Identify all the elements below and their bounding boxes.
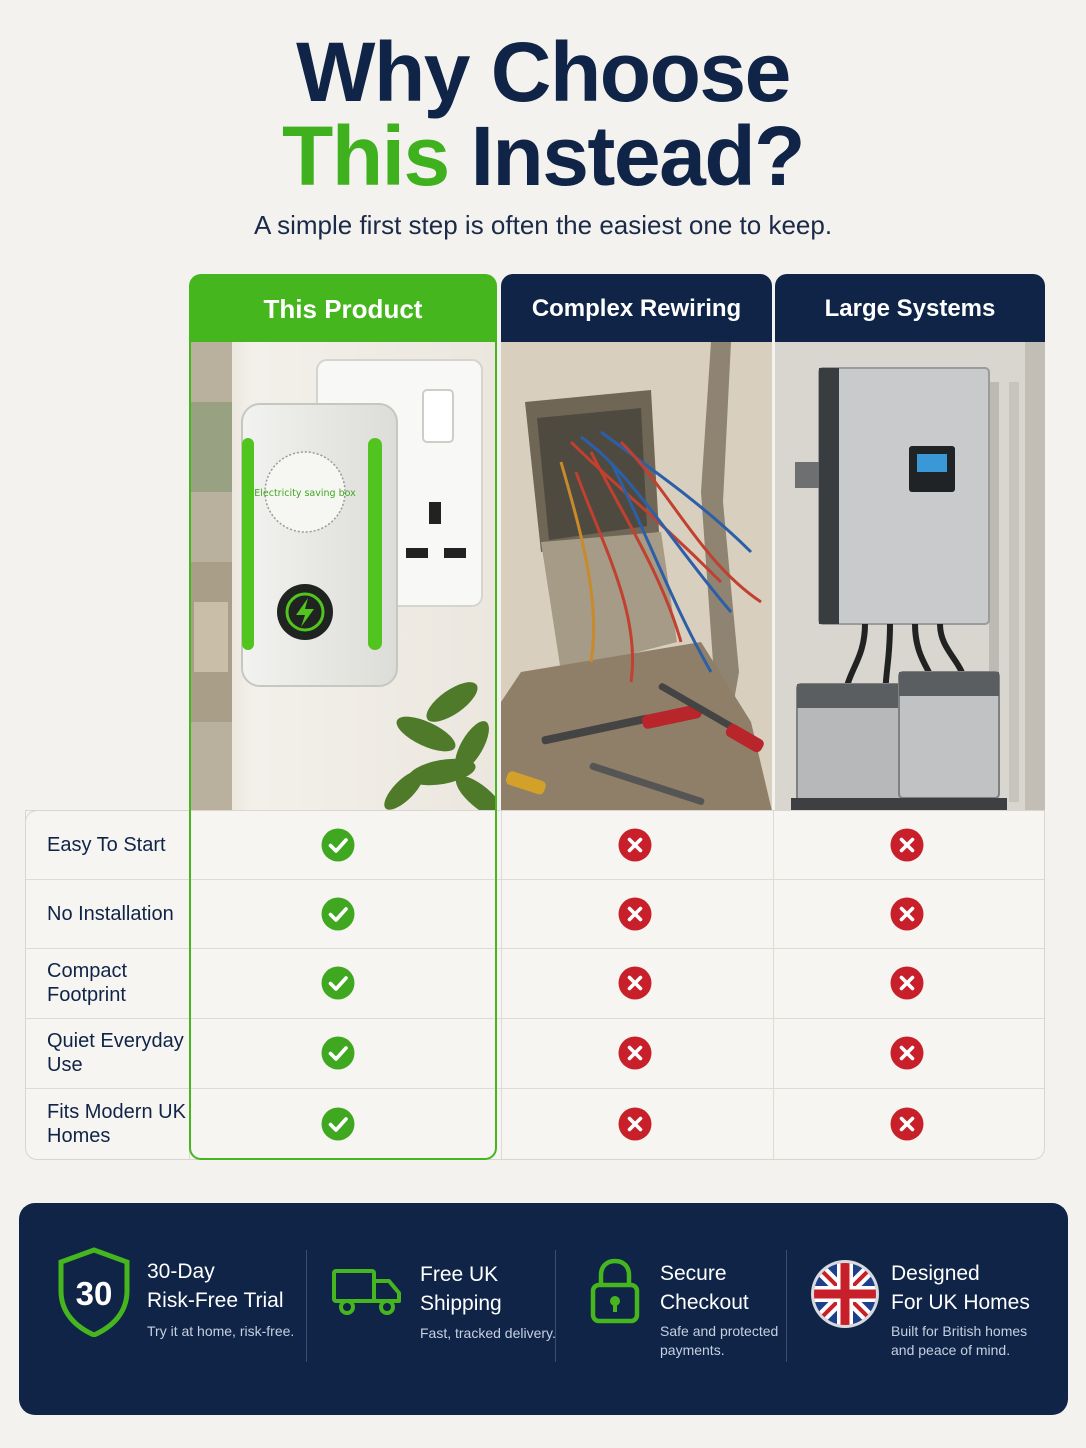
check-icon [321, 1107, 355, 1141]
padlock-icon [590, 1258, 640, 1324]
feature-divider [786, 1250, 787, 1362]
column-divider [189, 811, 190, 1159]
row-label: Compact Footprint [47, 960, 128, 1006]
feature-uk-sub-1: Built for British homes [891, 1323, 1028, 1339]
subtitle: A simple first step is often the easiest… [253, 210, 833, 240]
feature-uk-title-2: For UK Homes [891, 1291, 1030, 1314]
feature-checkout-sub-1: Safe and protected [660, 1323, 779, 1339]
cross-icon [890, 1036, 924, 1070]
feature-shipping-sub: Fast, tracked delivery. [420, 1325, 556, 1341]
delivery-truck-icon [332, 1269, 401, 1315]
feature-trial-sub: Try it at home, risk-free. [147, 1323, 295, 1339]
plug-in-device-photo: Electricity saving box [190, 342, 496, 811]
feature-shipping-title-1: Free UK [420, 1263, 499, 1286]
row-divider [26, 1018, 1044, 1019]
check-icon [321, 828, 355, 862]
shield-30-icon [58, 1247, 130, 1337]
device-print-text: Electricity saving box [254, 488, 356, 499]
headline-line-2: This Instead? [0, 114, 1086, 198]
cross-icon [890, 828, 924, 862]
feature-uk-title-1: Designed [891, 1262, 980, 1285]
row-label: No Installation [47, 902, 174, 925]
cross-icon [618, 1107, 652, 1141]
feature-checkout-title-2: Checkout [660, 1291, 749, 1314]
uk-flag-icon [811, 1260, 879, 1328]
exposed-wiring-photo [501, 342, 772, 811]
comparison-table [25, 810, 1045, 1160]
feature-divider [555, 1250, 556, 1362]
column-header-this-product: This Product [189, 274, 497, 344]
cross-icon [890, 897, 924, 931]
cross-icon [618, 1036, 652, 1070]
column-divider [501, 811, 502, 1159]
feature-shipping-title-2: Shipping [420, 1292, 502, 1315]
row-label: Fits Modern UK Homes [47, 1101, 186, 1147]
cross-icon [618, 897, 652, 931]
row-label: Easy To Start [47, 833, 166, 856]
headline-line-1: Why Choose [296, 25, 791, 119]
feature-divider [306, 1250, 307, 1362]
feature-trial-title-1: 30-Day [147, 1260, 215, 1283]
cross-icon [618, 966, 652, 1000]
cross-icon [890, 966, 924, 1000]
cross-icon [618, 828, 652, 862]
row-divider [26, 948, 1044, 949]
feature-uk-sub-2: and peace of mind. [891, 1342, 1011, 1358]
row-label: Quiet Everyday Use [47, 1030, 184, 1076]
wall-battery-system-photo [775, 342, 1045, 811]
row-divider [26, 1088, 1044, 1089]
feature-checkout-title-1: Secure [660, 1262, 727, 1285]
feature-checkout-sub-2: payments. [660, 1342, 725, 1358]
column-header-large-systems: Large Systems [775, 274, 1045, 344]
check-icon [321, 966, 355, 1000]
feature-trial-title-2: Risk-Free Trial [147, 1289, 284, 1312]
check-icon [321, 1036, 355, 1070]
cross-icon [890, 1107, 924, 1141]
shield-badge-number: 30 [75, 1275, 113, 1312]
row-divider [26, 879, 1044, 880]
check-icon [321, 897, 355, 931]
headline-highlight: This [282, 109, 450, 203]
column-header-complex-rewiring: Complex Rewiring [501, 274, 772, 344]
column-divider [773, 811, 774, 1159]
headline-rest: Instead? [470, 109, 806, 203]
feature-banner: 30 30-Day Risk-Free Trial Try it at home… [19, 1203, 1068, 1415]
